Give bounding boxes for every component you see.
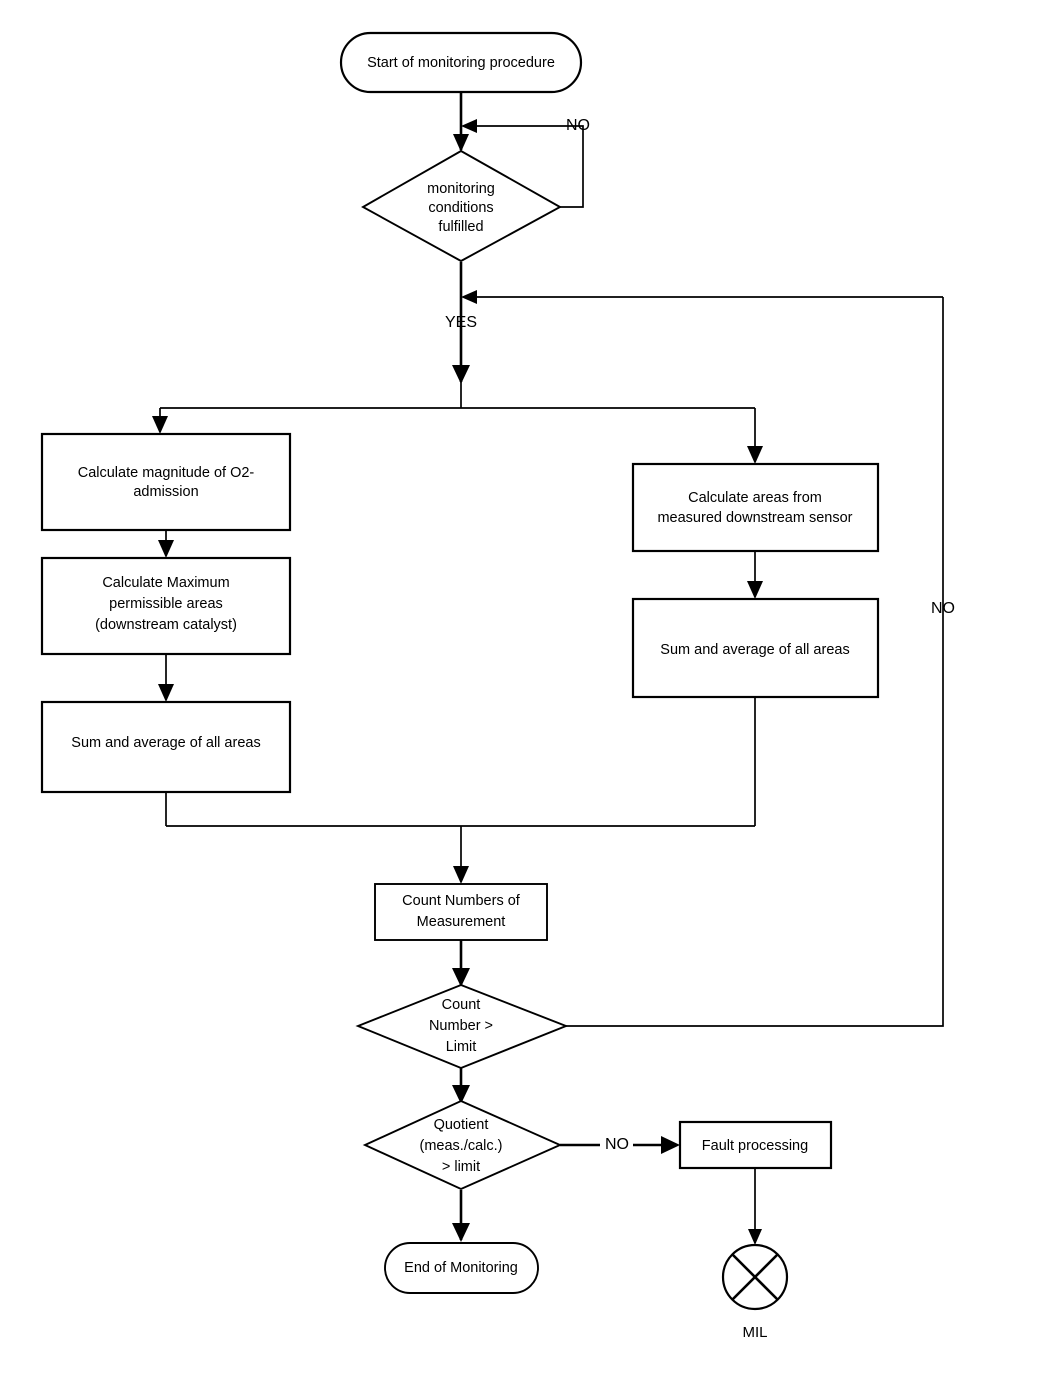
- arrowhead-fork-right: [747, 446, 763, 464]
- calculate-max-permissible-areas-line1: Calculate Maximum: [102, 575, 229, 591]
- edge-monitoring-no-loop: [470, 125, 584, 208]
- arrowhead-countnumbers-to-countdecision: [452, 968, 470, 987]
- arrowhead-fork-left: [152, 416, 168, 434]
- monitoring-conditions-line1: monitoring: [427, 181, 495, 197]
- arrowhead-fault-to-mil: [748, 1229, 762, 1245]
- count-number-limit-line3: Limit: [446, 1039, 477, 1055]
- monitoring-conditions-line3: fulfilled: [438, 219, 483, 235]
- count-numbers-line2: Measurement: [417, 914, 506, 930]
- calculate-o2-admission-line1: Calculate magnitude of O2-: [78, 465, 255, 481]
- sum-average-right-label: Sum and average of all areas: [660, 642, 849, 658]
- arrowhead-calco2-to-calcmax: [158, 540, 174, 558]
- arrowhead-start-to-monitoring: [453, 134, 469, 152]
- quotient-limit-diamond: [362, 1099, 563, 1191]
- calculate-o2-admission-box: [40, 432, 292, 532]
- node-sum-average-right: Sum and average of all areas: [631, 597, 880, 699]
- start-terminator-shape: [339, 31, 583, 94]
- mil-cross-stroke-b: [731, 1253, 779, 1301]
- sum-average-right-box: [631, 597, 880, 699]
- arrowhead-calcmax-to-sumleft: [158, 684, 174, 702]
- arrowhead-merge-to-count: [453, 866, 469, 884]
- quotient-limit-line3: > limit: [442, 1159, 480, 1175]
- calculate-areas-downstream-line1: Calculate areas from: [688, 490, 822, 506]
- node-calculate-max-permissible-areas: Calculate Maximum permissible areas (dow…: [40, 556, 292, 656]
- start-terminator-label: Start of monitoring procedure: [367, 55, 555, 71]
- calculate-o2-admission-line2: admission: [133, 484, 198, 500]
- end-monitoring-terminator-shape: [384, 1242, 539, 1294]
- arrowhead-count-no-return: [461, 290, 477, 304]
- arrowhead-quotient-to-end: [452, 1223, 470, 1242]
- calculate-areas-downstream-box: [631, 462, 880, 553]
- calculate-max-permissible-areas-line2: permissible areas: [109, 596, 223, 612]
- sum-average-left-label: Sum and average of all areas: [71, 735, 260, 751]
- arrowhead-count-to-quotient: [452, 1085, 470, 1104]
- count-number-limit-line1: Count: [442, 997, 481, 1013]
- quotient-limit-line2: (meas./calc.): [420, 1138, 503, 1154]
- count-numbers-box: [374, 883, 548, 941]
- node-count-number-limit: Count Number > Limit: [355, 983, 569, 1070]
- node-calculate-o2-admission: Calculate magnitude of O2- admission: [40, 432, 292, 532]
- node-quotient-limit: Quotient (meas./calc.) > limit: [362, 1099, 563, 1191]
- edge-count-no-path: [566, 297, 944, 1027]
- arrowhead-quotient-no-to-fault: [661, 1136, 680, 1154]
- arrowhead-monitoring-no-loop: [461, 119, 477, 133]
- arrowhead-monitoring-yes: [452, 365, 470, 384]
- monitoring-conditions-diamond: [361, 149, 562, 263]
- node-monitoring-conditions: monitoring conditions fulfilled: [361, 149, 562, 263]
- count-number-limit-line2: Number >: [429, 1018, 493, 1034]
- node-end-monitoring: End of Monitoring: [384, 1242, 539, 1294]
- node-fault-processing: Fault processing: [678, 1120, 833, 1170]
- edge-label-monitoring-no: NO: [566, 117, 590, 134]
- edge-label-count-no: NO: [931, 600, 955, 617]
- fault-processing-label: Fault processing: [702, 1138, 808, 1154]
- count-numbers-line1: Count Numbers of: [402, 893, 521, 909]
- sum-average-left-box: [40, 700, 292, 794]
- mil-caption: MIL: [742, 1324, 767, 1341]
- end-monitoring-label: End of Monitoring: [404, 1260, 518, 1276]
- calculate-max-permissible-areas-line3: (downstream catalyst): [95, 617, 237, 633]
- edge-label-monitoring-yes: YES: [445, 314, 477, 331]
- calculate-areas-downstream-line2: measured downstream sensor: [657, 510, 852, 526]
- node-sum-average-left: Sum and average of all areas: [40, 700, 292, 794]
- node-calculate-areas-downstream: Calculate areas from measured downstream…: [631, 462, 880, 553]
- node-count-numbers: Count Numbers of Measurement: [374, 883, 548, 941]
- edge-label-quotient-no: NO: [605, 1136, 629, 1153]
- node-start: Start of monitoring procedure: [339, 31, 583, 94]
- fault-processing-box: [678, 1120, 833, 1170]
- monitoring-conditions-line2: conditions: [428, 200, 493, 216]
- calculate-max-permissible-areas-box: [40, 556, 292, 656]
- arrowhead-calcareas-to-sumright: [747, 581, 763, 599]
- quotient-limit-line1: Quotient: [434, 1117, 489, 1133]
- node-mil-indicator: MIL: [721, 1243, 789, 1341]
- count-number-limit-diamond: [355, 983, 569, 1070]
